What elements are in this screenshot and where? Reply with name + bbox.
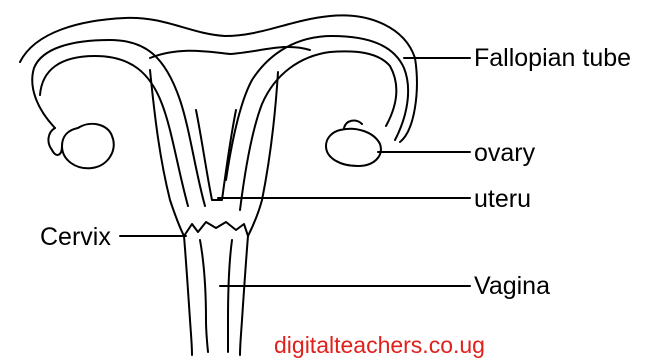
right-ovary-lobe xyxy=(344,121,362,128)
cervix-label: Cervix xyxy=(40,225,111,250)
vagina-canal xyxy=(200,240,208,352)
watermark-text: digitalteachers.co.ug xyxy=(274,334,485,357)
right-fallopian-tube-inner xyxy=(240,51,396,210)
right-ovary xyxy=(326,129,381,166)
fallopian-tube-label: Fallopian tube xyxy=(474,46,631,71)
ovary-label: ovary xyxy=(474,141,535,166)
uterus-right-wall xyxy=(248,72,278,236)
vagina-canal-right xyxy=(228,240,232,352)
vagina-left-wall xyxy=(184,236,192,355)
uterus-label: uteru xyxy=(474,187,531,212)
vagina-right-wall xyxy=(240,236,248,355)
cervix-shape xyxy=(184,222,248,236)
vagina-label: Vagina xyxy=(474,274,550,299)
left-ovary xyxy=(62,124,114,168)
left-ovary-lobe xyxy=(48,128,62,155)
uterus-outer-outline xyxy=(20,15,417,142)
